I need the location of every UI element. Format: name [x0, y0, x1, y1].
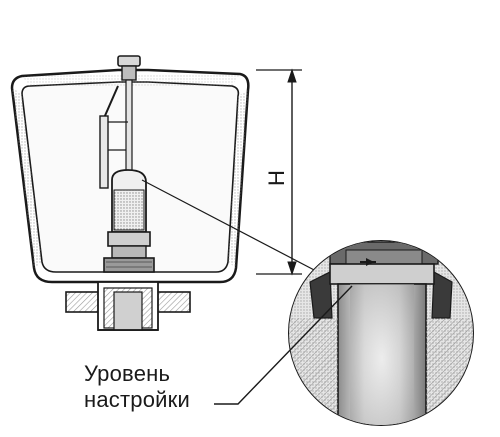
- tank-base-mount: [65, 281, 191, 331]
- callout-label: Уровень настройки: [84, 362, 190, 412]
- callout-label-line2: настройки: [84, 387, 190, 412]
- flush-mechanism: [99, 55, 155, 273]
- detail-circle: [288, 240, 474, 426]
- callout-label-line1: Уровень: [84, 361, 171, 386]
- dimension-label-h: H: [264, 170, 289, 186]
- dimension-h: [256, 68, 302, 276]
- label-leader-line: [214, 285, 353, 405]
- detail-leader-line: [141, 179, 319, 273]
